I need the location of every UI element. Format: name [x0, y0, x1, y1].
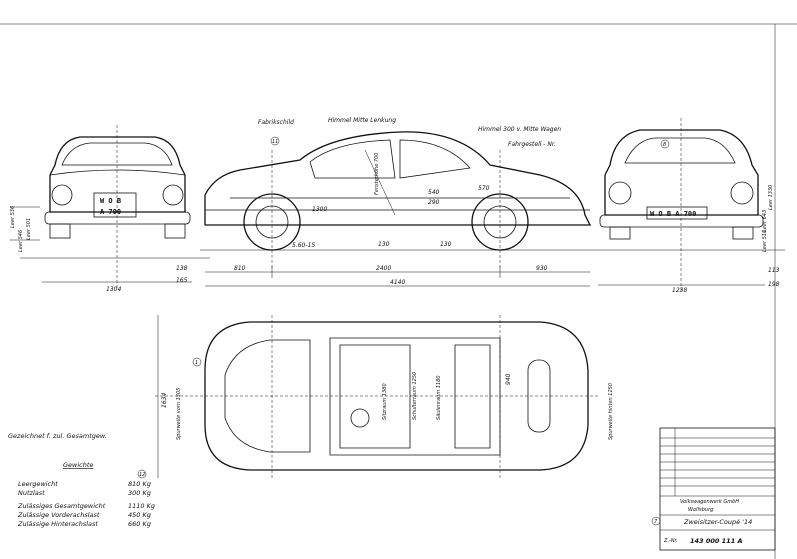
dim-540: 540 [428, 189, 440, 196]
leer-643-label: Leer 643 [762, 210, 768, 232]
front-view: W O B A 700 [20, 125, 210, 290]
front-plate-line2: A 700 [100, 208, 121, 216]
fahrgestell-label: Fahrgestell - Nr. [508, 141, 556, 148]
drawing-number: 143 000 111 A [690, 537, 743, 545]
overhang-front-dim: 810 [234, 265, 246, 272]
spurweite-hinten-label: Spurweite hinten 1250 [608, 383, 614, 440]
dim-570: 570 [478, 185, 490, 192]
weight-row-4-label: Zulässige Hinterachslast [17, 520, 98, 528]
side-view [200, 131, 595, 270]
overall-length-dim: 4140 [390, 279, 405, 286]
weights-block: Gezeichnet f. zul. Gesamtgew. Gewichte 1… [8, 432, 155, 528]
top-view [155, 315, 600, 478]
ground-113-dim: 113 [768, 267, 780, 274]
weights-title: Gewichte [63, 461, 93, 469]
rear-plate: W O B A 700 [650, 210, 696, 218]
ground-138-dim: 138 [176, 265, 188, 272]
number-label: Z.-Nr. [663, 538, 678, 544]
drawing-title: Zweisitzer-Coupé '14 [683, 518, 752, 526]
top-ref: 1 [195, 360, 198, 366]
dim-130b: 130 [440, 241, 452, 248]
ground-198-dim: 198 [768, 281, 780, 288]
rear-width-dim: 1238 [672, 287, 687, 294]
spurweite-vorn-label: Spurweite vorn 1305 [176, 388, 182, 440]
weight-row-0-value: 810 Kg [128, 480, 151, 488]
wheelbase-dim: 2400 [376, 265, 391, 272]
dim-290: 290 [428, 199, 440, 206]
fabrikschild-ref: 11 [272, 139, 278, 145]
schulterraum-label: Schulterraum 1250 [412, 372, 418, 420]
fensterhoehe-label: Fensterhöhe 700 [374, 153, 380, 195]
leer-546-label: Leer 546 [18, 230, 24, 252]
leer-510-label: Leer 510 [762, 230, 768, 252]
weight-row-0-label: Leergewicht [18, 480, 58, 488]
weight-row-2-label: Zulässiges Gesamtgewicht [17, 502, 106, 510]
sitzraum-label: Sitzraum 1380 [382, 383, 388, 420]
himmel-lenkung-label: Himmel Mitte Lenkung [328, 117, 396, 124]
leer-1330-label: Leer 1330 [768, 185, 774, 210]
weight-row-4-value: 660 Kg [128, 520, 151, 528]
leer-501-label: Leer 501 [26, 218, 32, 240]
tire-size-label: 5.60-15 [292, 242, 315, 249]
weight-row-3-label: Zulässige Vorderachslast [17, 511, 100, 519]
company-city: Wolfsburg [688, 507, 713, 513]
dim-1300: 1300 [312, 206, 327, 213]
leer-536-label: Leer 536 [10, 206, 16, 228]
height-1634-dim: 1634 [161, 393, 168, 408]
company-name: Volkswagenwerk GmbH [680, 499, 739, 505]
front-width-dim: 1304 [106, 286, 121, 293]
weight-row-3-value: 450 Kg [128, 511, 151, 519]
fabrikschild-label: Fabrikschild [258, 119, 294, 126]
saeulenraum-label: Säulenraum 1180 [436, 375, 442, 420]
weight-row-1-value: 300 Kg [128, 489, 151, 497]
weight-row-1-label: Nutzlast [18, 489, 45, 497]
rear-view: W O B A 700 8 [595, 118, 785, 292]
dim-130a: 130 [378, 241, 390, 248]
title-block: Volkswagenwerk GmbH Wolfsburg Zweisitzer… [651, 427, 776, 551]
dim-940: 940 [505, 373, 512, 385]
front-plate-line1: W O B [100, 197, 121, 205]
weights-ref: 12 [139, 472, 145, 478]
ground-165-dim: 165 [176, 277, 188, 284]
himmel-wagen-label: Himmel 300 v. Mitte Wagen [478, 126, 561, 133]
weight-row-2-value: 1110 Kg [128, 502, 155, 510]
front-ref: 8 [663, 142, 666, 148]
overhang-rear-dim: 930 [536, 265, 548, 272]
drawn-note: Gezeichnet f. zul. Gesamtgew. [8, 432, 107, 440]
title-ref: 7 [654, 519, 658, 525]
